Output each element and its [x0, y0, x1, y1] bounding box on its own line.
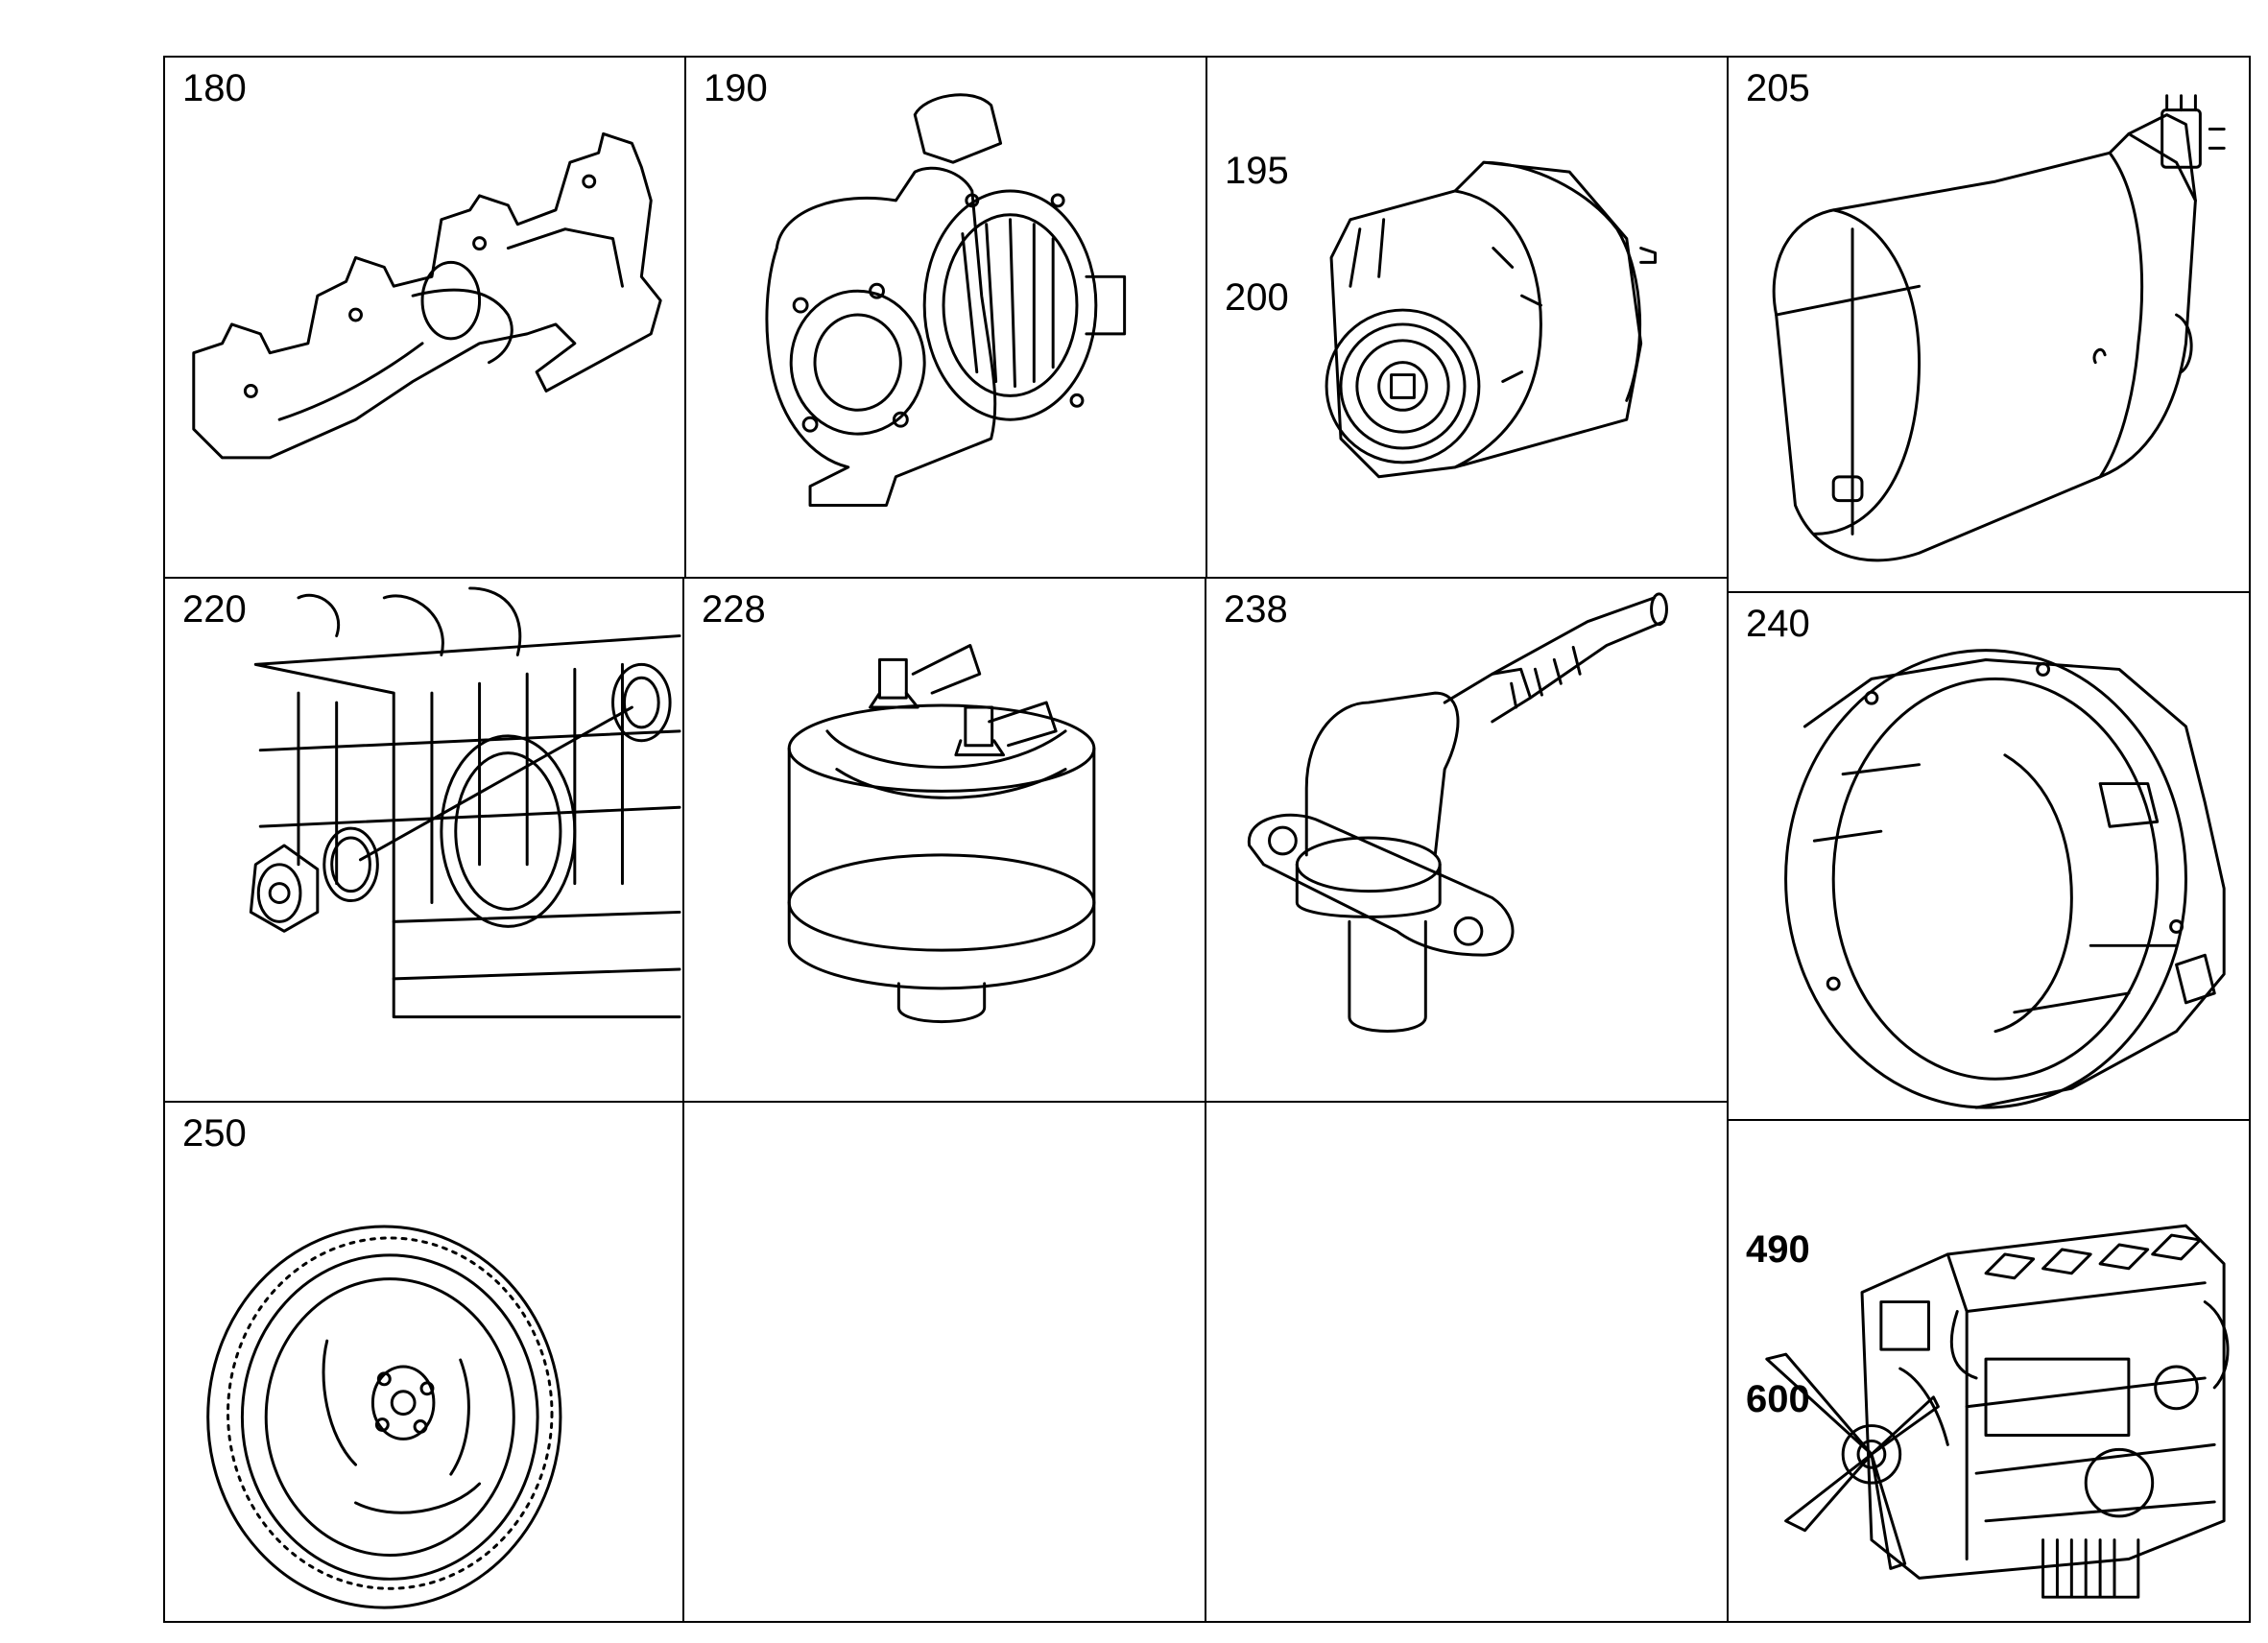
part-cell-228[interactable]: 228	[682, 577, 1206, 1103]
engine-assembly-icon	[1765, 1224, 2230, 1599]
part-number-label: 220	[182, 588, 247, 631]
alternator-icon	[1325, 160, 1658, 479]
part-cell-180[interactable]: 180	[163, 56, 686, 579]
part-number-label: 490 600	[1746, 1125, 1810, 1524]
part-number-label: 190	[704, 67, 768, 109]
part-cell-195-200[interactable]: 195 200	[1206, 56, 1729, 579]
starter-motor-icon	[1772, 94, 2226, 562]
part-cell-490-600[interactable]: 490 600	[1727, 1119, 2251, 1623]
part-number-label: 238	[1224, 588, 1288, 631]
part-number-line: 600	[1746, 1378, 1810, 1420]
turbocharger-icon	[765, 93, 1127, 508]
part-number-label: 205	[1746, 67, 1810, 109]
part-cell-238[interactable]: 238	[1205, 577, 1729, 1103]
part-number-label: 228	[702, 588, 766, 631]
part-number-label: 250	[182, 1112, 247, 1155]
part-number-label: 180	[182, 67, 247, 109]
speed-sensor-icon	[1248, 592, 1668, 1033]
empty-cell	[682, 1101, 1206, 1623]
pressure-sensor-icon	[787, 644, 1096, 1024]
exhaust-manifold-icon	[192, 131, 662, 460]
flywheel-icon	[206, 1225, 562, 1609]
part-number-line: 200	[1225, 276, 1289, 319]
part-number-line: 490	[1746, 1228, 1810, 1271]
part-number-label: 195 200	[1225, 65, 1289, 403]
part-cell-250[interactable]: 250	[163, 1101, 684, 1623]
part-cell-220[interactable]: 220	[163, 577, 684, 1103]
part-number-line: 195	[1225, 150, 1289, 192]
engine-block-plate-icon	[249, 586, 681, 1019]
part-cell-240[interactable]: 240	[1727, 591, 2251, 1121]
parts-grid: 180 190 195 200	[163, 56, 2251, 1623]
part-cell-205[interactable]: 205	[1727, 56, 2251, 593]
flywheel-housing-icon	[1784, 649, 2226, 1109]
part-number-label: 240	[1746, 603, 1810, 645]
part-cell-190[interactable]: 190	[684, 56, 1207, 579]
empty-cell	[1205, 1101, 1729, 1623]
